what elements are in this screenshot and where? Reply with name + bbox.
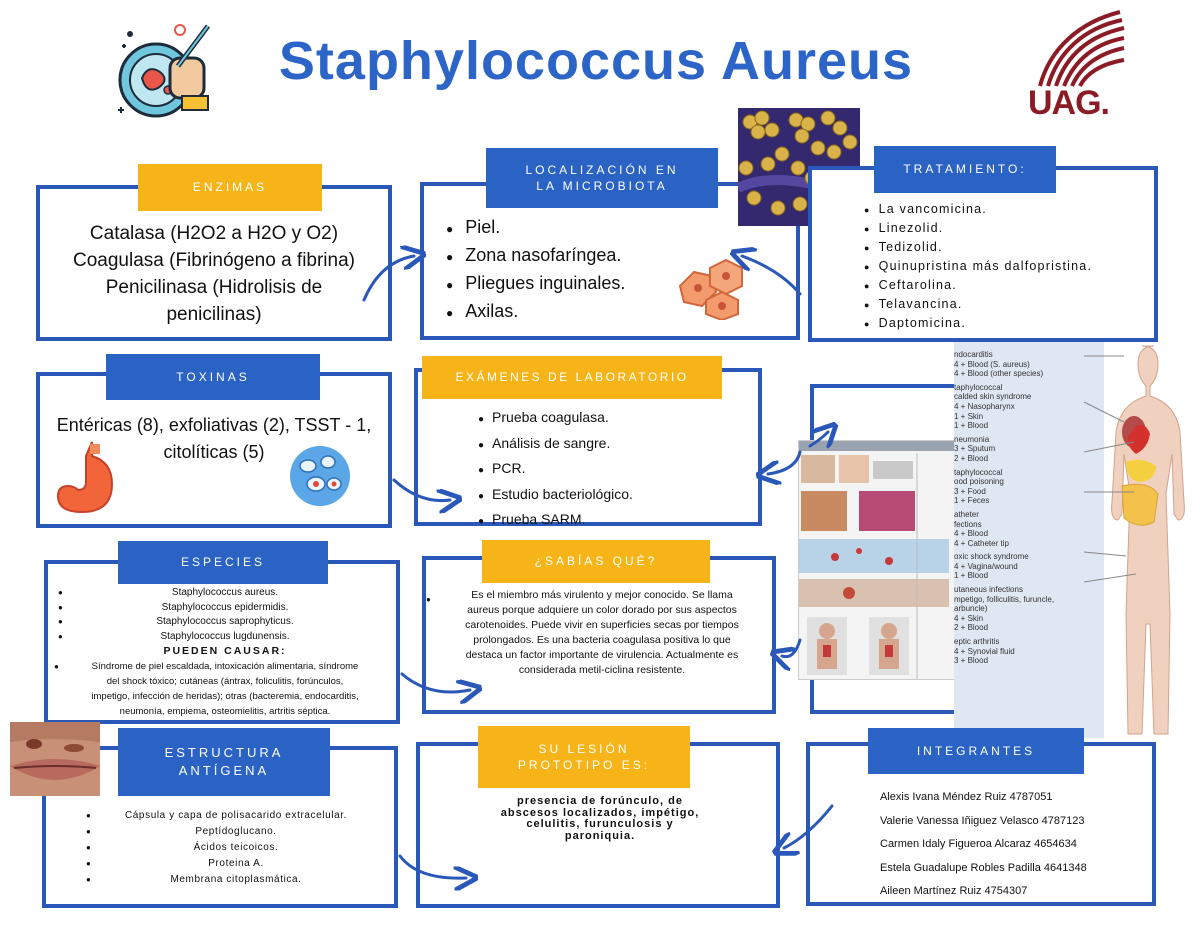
list-item: ●Ceftarolina. [864, 278, 957, 292]
sabias-line: destaca un factor importante de virulenc… [465, 649, 739, 661]
enzimas-text: Catalasa (H2O2 a H2O y O2) Coagulasa (Fi… [40, 220, 388, 328]
list-item: ●Quinupristina más dalfopristina. [864, 259, 1093, 273]
sabias-line: carotenoides. Puede vivir en superficies… [465, 619, 739, 631]
list-item: ●Ácidos teicoicos. [86, 842, 279, 853]
toxinas-label: TOXINAS [106, 354, 320, 400]
list-item: ●Prueba coagulasa. [478, 409, 609, 425]
arrow-diagram-sabias [782, 638, 802, 657]
uag-logo-text: UAG. [1028, 84, 1110, 122]
integrantes-list: Alexis Ivana Méndez Ruiz 4787051 Valerie… [880, 786, 1087, 904]
arrow-diagram-examenes [768, 450, 802, 474]
member-name: Valerie Vanessa Iñiguez Velasco 4787123 [880, 814, 1085, 827]
lesion-line: abscesos localizados, impétigo, [500, 806, 700, 819]
lesion-line: presencia de forúnculo, de [517, 795, 683, 807]
list-item: ●Prueba SARM. [478, 511, 586, 527]
estructura-label-line: ESTRUCTURA [164, 745, 284, 761]
toxinas-line: citolíticas (5) [163, 442, 265, 462]
arrow-integrantes-lesion [784, 804, 834, 848]
examenes-label: EXÁMENES DE LABORATORIO [422, 356, 722, 399]
tratamiento-label: TRATAMIENTO: [874, 146, 1056, 193]
list-item: ●Pliegues inguinales. [446, 273, 626, 293]
enzimas-line: Coagulasa (Fibrinógeno a fibrina) [73, 250, 355, 271]
member-name: Estela Guadalupe Robles Padilla 4641348 [880, 861, 1087, 874]
lesion-text: presencia de forúnculo, de abscesos loca… [432, 795, 768, 842]
lesion-label-line: PROTOTIPO ES: [517, 758, 651, 772]
sabias-text: ● Es el miembro más virulento y mejor co… [426, 588, 770, 678]
especies-label: ESPECIES [118, 541, 328, 584]
estructura-label: ESTRUCTURA ANTÍGENA [118, 728, 330, 796]
enzimas-line: penicilinas) [166, 304, 262, 325]
list-item: ●PCR. [478, 460, 526, 476]
estructura-list: ●Cápsula y capa de polisacarido extracel… [86, 808, 386, 888]
sabias-line: prolongados. Es una bacteria coagulasa p… [473, 634, 731, 646]
sabias-line: aureus porque adquiere un color dorado p… [467, 604, 737, 616]
arrow-toxinas-examenes [392, 478, 450, 501]
localizacion-list: ●Piel. ●Zona nasofaríngea. ●Pliegues ing… [446, 214, 625, 326]
sabias-line: Es el miembro más virulento y mejor cono… [471, 589, 733, 601]
list-item: ●Staphylococcus epidermidis. [58, 601, 289, 613]
enzimas-line: Penicilinasa (Hidrolisis de [105, 277, 323, 298]
arrow-tratamiento-localizacion [742, 256, 802, 296]
arrow-especies-sabias [400, 672, 470, 692]
causar-heading: PUEDEN CAUSAR: [163, 645, 287, 657]
microscope-lab-icon [108, 18, 218, 128]
list-item: ●Staphylococcus lugdunensis. [58, 630, 290, 642]
especies-list: ●Staphylococcus aureus. ●Staphylococcus … [54, 586, 392, 719]
lesion-label: SU LESIÓN PROTOTIPO ES: [478, 726, 690, 788]
integrantes-label: INTEGRANTES [868, 728, 1084, 774]
localizacion-label-line: LA MICROBIOTA [536, 179, 668, 193]
arrow-enzimas-localizacion [362, 256, 414, 302]
especies-panel [44, 560, 400, 724]
list-item: ●La vancomicina. [864, 202, 987, 216]
list-item: ●Proteina A. [86, 858, 264, 869]
list-item: ●Tedizolid. [864, 240, 943, 254]
sabias-label: ¿SABÍAS QUÉ? [482, 540, 710, 583]
list-item: ●Staphylococcus aureus. [58, 587, 279, 598]
list-item: ●Membrana citoplasmática. [86, 874, 302, 885]
list-item: ●Staphylococcus saprophyticus. [58, 616, 294, 627]
list-item: ●Zona nasofaríngea. [446, 245, 622, 265]
member-name: Aileen Martínez Ruiz 4754307 [880, 885, 1028, 897]
enzimas-label: ENZIMAS [138, 164, 322, 211]
enzimas-panel [36, 185, 392, 341]
member-name: Carmen Idaly Figueroa Alcaraz 4654634 [880, 838, 1077, 850]
lesion-line: celulitis, furunculosis y [526, 818, 674, 830]
list-item: ●Telavancina. [864, 297, 963, 311]
list-item: ●Cápsula y capa de polisacarido extracel… [86, 810, 348, 821]
member-name: Alexis Ivana Méndez Ruiz 4787051 [880, 791, 1053, 803]
toxinas-line: Entéricas (8), exfoliativas (2), TSST - … [56, 415, 372, 435]
enzimas-line: Catalasa (H2O2 a H2O y O2) [89, 223, 339, 244]
sabias-line: considerada metil-ciclina resistente. [518, 664, 686, 676]
toxinas-text: Entéricas (8), exfoliativas (2), TSST - … [38, 412, 390, 466]
list-item: ●Linezolid. [864, 221, 944, 235]
cells-icon [288, 444, 352, 508]
localizacion-label: LOCALIZACIÓN EN LA MICROBIOTA [486, 148, 718, 208]
list-item: ●Peptídoglucano. [86, 826, 277, 837]
list-item: ●Daptomicina. [864, 316, 966, 330]
lesion-line: paroniquia. [564, 829, 636, 842]
estructura-label-line: ANTÍGENA [178, 763, 270, 778]
arrow-estructura-lesion [398, 854, 466, 878]
page-title: Staphylococcus Aureus [278, 31, 914, 91]
examenes-list: ●Prueba coagulasa. ●Análisis de sangre. … [478, 406, 633, 534]
clinical-table-image [798, 440, 962, 680]
localizacion-label-line: LOCALIZACIÓN EN [525, 162, 679, 177]
tratamiento-panel [808, 166, 1158, 342]
list-item: ●Axilas. [446, 301, 519, 321]
arrow-diagram-table [808, 432, 828, 446]
tratamiento-list: ●La vancomicina. ●Linezolid. ●Tedizolid.… [864, 200, 1092, 333]
lip-lesion-photo [10, 722, 100, 796]
list-item: ●Análisis de sangre. [478, 434, 611, 451]
list-item: ●Piel. [446, 217, 501, 237]
stomach-icon [50, 440, 120, 516]
causar-text: ● Síndrome de piel escaldada, intoxicaci… [54, 660, 359, 717]
list-item: ●Estudio bacteriológico. [478, 485, 633, 502]
lesion-label-line: SU LESIÓN [538, 741, 630, 756]
uag-logo: UAG. [1020, 8, 1130, 123]
